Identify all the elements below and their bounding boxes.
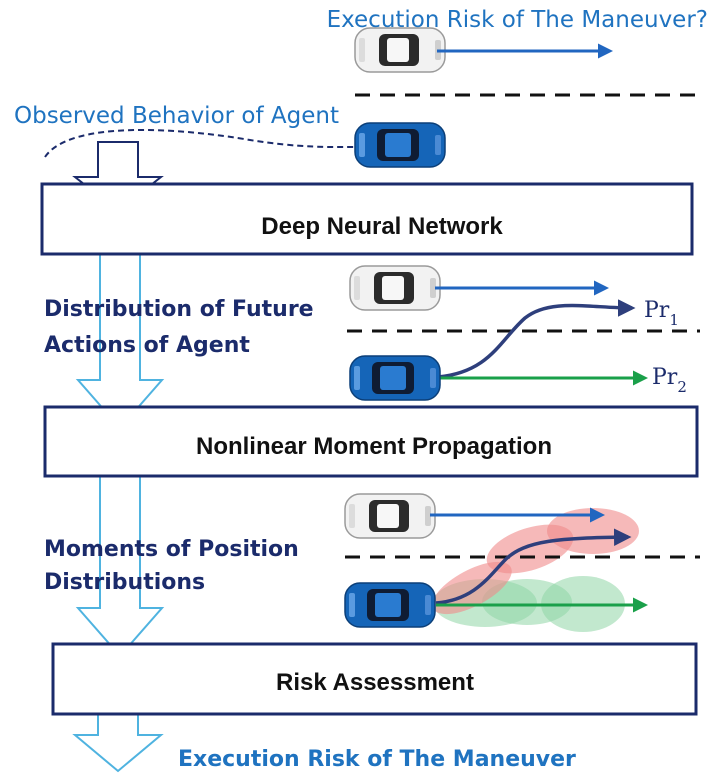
risk-label: Risk Assessment: [276, 669, 474, 696]
moments-label-line2: Distributions: [44, 570, 205, 595]
down-arrow-icon: [75, 469, 165, 658]
nmp-box: [43, 405, 699, 478]
nmp-label: Nonlinear Moment Propagation: [196, 433, 552, 460]
bottom-output-label: Execution Risk of The Maneuver: [178, 747, 576, 772]
blue-car-icon: [349, 355, 441, 401]
distribution-label-line1: Distribution of Future: [44, 297, 314, 322]
lane-change-trajectory: [437, 299, 636, 379]
dnn-box: [40, 182, 694, 256]
moments-label-line1: Moments of Position: [44, 537, 299, 562]
distribution-label-line2: Actions of Agent: [44, 333, 250, 358]
pr2-label: Pr2: [652, 365, 687, 396]
white-car-icon: [354, 27, 446, 73]
dnn-label: Deep Neural Network: [261, 213, 503, 240]
risk-box: [51, 642, 698, 716]
blue-car-icon: [344, 582, 436, 628]
blue-car-icon: [354, 122, 446, 168]
observed-trajectory: [44, 128, 358, 158]
observed-behavior-label: Observed Behavior of Agent: [14, 103, 339, 129]
white-car-icon: [344, 493, 436, 539]
lane-change-trajectory: [435, 528, 632, 605]
down-arrow-icon: [75, 243, 165, 430]
white-car-icon: [349, 265, 441, 311]
pr1-label: Pr1: [644, 298, 679, 329]
